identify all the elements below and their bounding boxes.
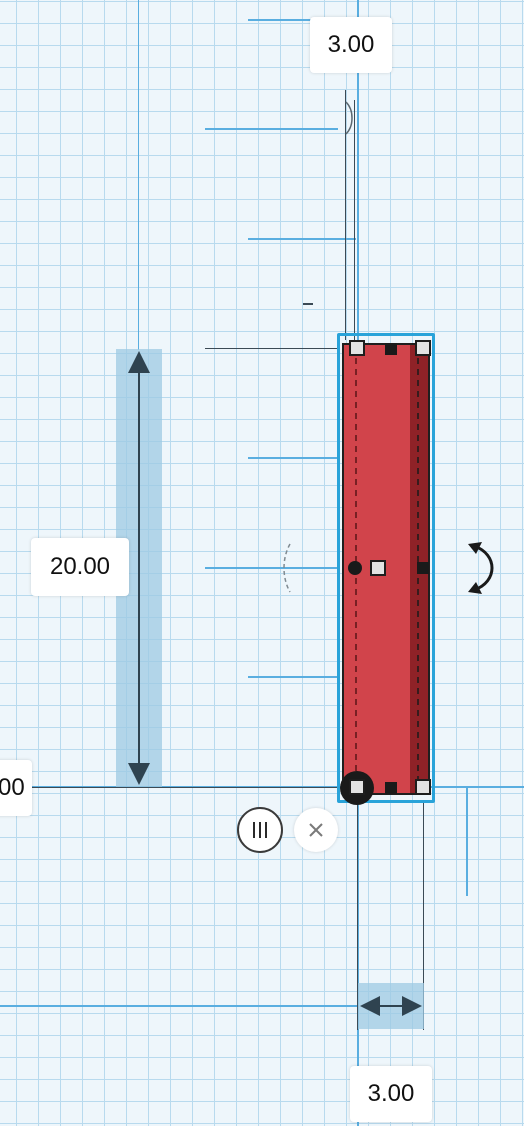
guide-vertical-right [466,786,468,896]
dim-line-vert-bottom-b [423,800,424,1030]
resize-handle-bottom-left[interactable] [349,779,365,795]
snap-grid-icon [253,822,267,838]
dim-line-vert-top-b [354,100,355,340]
height-label[interactable]: 20.00 [31,538,129,596]
guide-line-mid-3 [248,676,338,678]
bottom-width-label[interactable]: 3.00 [350,1066,432,1122]
guide-line-mid-1 [248,457,338,459]
resize-handle-top-right[interactable] [415,340,431,356]
dim-line-bottom [30,787,340,788]
close-button[interactable] [294,808,338,852]
rotate-arc-top-icon[interactable] [340,100,356,136]
guide-vertical-left [138,0,139,350]
guide-line-top-3 [248,238,356,240]
resize-handle-top-left[interactable] [349,340,365,356]
resize-handle-top-middle[interactable] [385,343,397,355]
left-partial-label[interactable]: 00 [0,760,32,816]
selection-outline [337,333,435,803]
resize-handle-bottom-right[interactable] [415,779,431,795]
snap-grid-button[interactable] [237,807,283,853]
guide-line-top-1 [248,19,338,21]
resize-handle-right-middle[interactable] [417,562,429,574]
width-dimension-arrow [360,996,422,1016]
close-icon [309,823,323,837]
dim-tick-top [303,303,313,305]
dim-line-vert-bottom-a [357,800,358,1030]
dim-line-vert-top-a [345,90,346,340]
height-dimension-arrow [128,351,150,785]
top-width-label[interactable]: 3.00 [310,17,392,73]
guide-line-lower [0,1005,358,1007]
resize-handle-bottom-middle[interactable] [385,782,397,794]
rotate-arc-icon[interactable] [280,540,294,596]
guide-line-top-2 [205,128,338,130]
dim-line-top [205,348,338,349]
rotate-arrow-icon[interactable] [464,540,498,596]
guide-line-mid-2 [205,567,338,569]
height-handle-dot[interactable] [348,561,362,575]
resize-handle-middle[interactable] [370,560,386,576]
